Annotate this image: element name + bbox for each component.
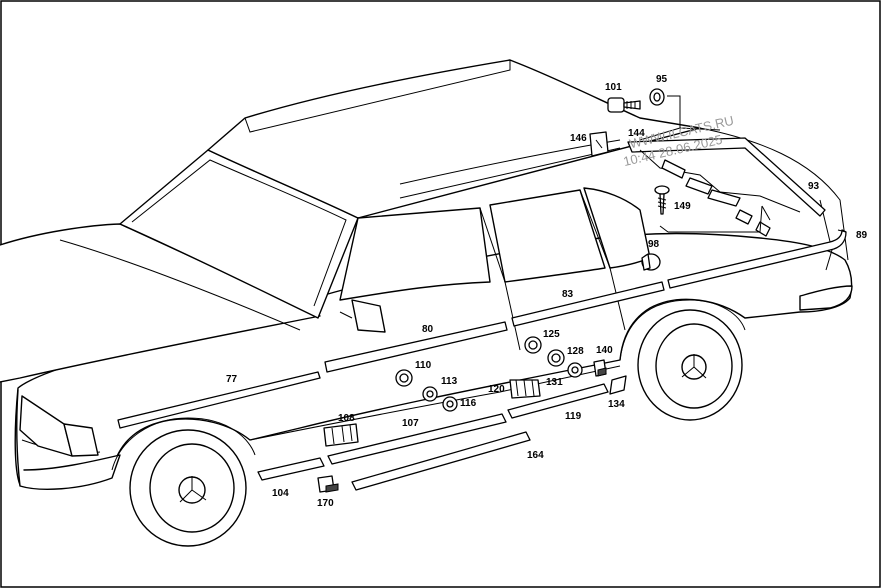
- label-107: 107: [402, 418, 419, 429]
- label-93: 93: [808, 181, 820, 192]
- label-95: 95: [656, 74, 668, 85]
- label-89: 89: [856, 230, 868, 241]
- label-120: 120: [488, 384, 505, 395]
- label-80: 80: [422, 324, 434, 335]
- clip-170: [317, 475, 339, 493]
- molding-rear-door: [511, 281, 665, 327]
- molding-164: [351, 431, 531, 491]
- label-164: 164: [527, 450, 544, 461]
- bracket-108: [323, 423, 359, 447]
- grommet-128: [567, 362, 583, 378]
- clip-140: [593, 359, 607, 377]
- molding-strips: [117, 229, 847, 429]
- clip-125: [524, 336, 542, 354]
- label-83: 83: [562, 289, 574, 300]
- label-101: 101: [605, 82, 622, 93]
- car-body-outline: [0, 59, 853, 547]
- screw-101: [607, 97, 641, 113]
- label-128: 128: [567, 346, 584, 357]
- label-108: 108: [338, 413, 355, 424]
- label-131: 131: [546, 377, 563, 388]
- label-113: 113: [441, 376, 458, 387]
- clip-98: [641, 253, 661, 271]
- bracket-120: [509, 379, 541, 399]
- label-119: 119: [565, 411, 582, 422]
- screw-149: [654, 185, 670, 215]
- label-98: 98: [648, 239, 660, 250]
- clip-134: [609, 375, 627, 395]
- clip-95: [649, 88, 665, 106]
- clip-110: [395, 369, 413, 387]
- label-116: 116: [460, 398, 477, 409]
- label-149: 149: [674, 201, 691, 212]
- molding-107: [327, 413, 507, 465]
- grommet-116: [442, 396, 458, 412]
- label-77: 77: [226, 374, 238, 385]
- molding-front-fender: [117, 371, 321, 429]
- label-170: 170: [317, 498, 334, 509]
- molding-front-door: [324, 321, 508, 373]
- clip-131: [547, 349, 565, 367]
- loose-moldings: [257, 383, 609, 491]
- clip-146: [589, 131, 609, 157]
- leader-lines: [639, 95, 847, 233]
- part-labels: 77 80 83 89 93 95 98 101 104 107 108 110…: [226, 74, 868, 509]
- label-134: 134: [608, 399, 625, 410]
- label-104: 104: [272, 488, 289, 499]
- molding-119: [507, 383, 609, 419]
- label-146: 146: [570, 133, 587, 144]
- label-110: 110: [415, 360, 432, 371]
- label-140: 140: [596, 345, 613, 356]
- label-144: 144: [628, 128, 645, 139]
- label-125: 125: [543, 329, 560, 340]
- molding-104: [257, 457, 325, 481]
- roof-trim-assembly: [627, 137, 826, 237]
- clip-113: [422, 386, 438, 402]
